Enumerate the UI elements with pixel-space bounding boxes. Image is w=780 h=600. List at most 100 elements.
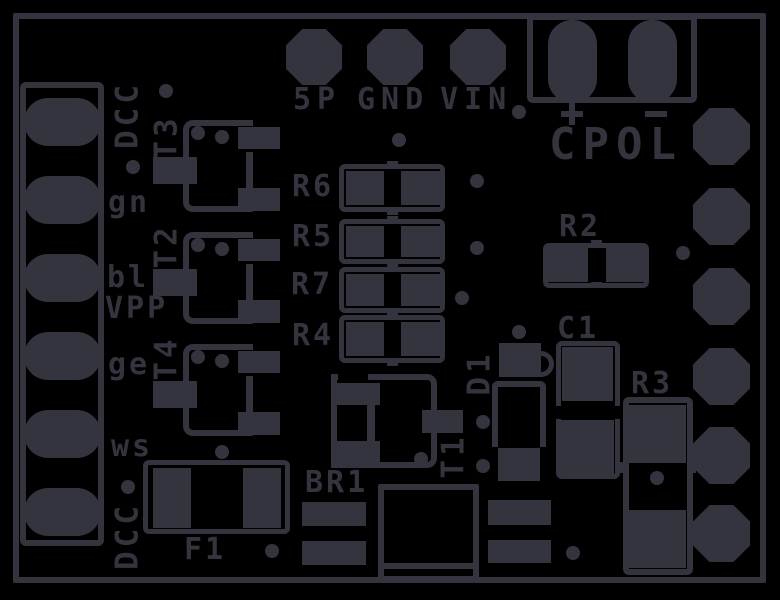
- via[interactable]: [566, 546, 580, 560]
- t4-pad[interactable]: [238, 412, 280, 435]
- power-label-5p: 5P: [293, 82, 342, 117]
- right-header-pad[interactable]: [693, 427, 750, 484]
- t2-pad[interactable]: [153, 269, 197, 296]
- via[interactable]: [215, 130, 229, 144]
- via[interactable]: [470, 241, 484, 255]
- via[interactable]: [676, 246, 690, 260]
- right-header-pad[interactable]: [693, 188, 750, 245]
- via[interactable]: [121, 480, 135, 494]
- d1-pad[interactable]: [498, 448, 540, 481]
- t1-pad[interactable]: [337, 383, 380, 405]
- left-connector-pad[interactable]: [24, 488, 101, 536]
- f1-pad[interactable]: [243, 468, 281, 528]
- silk-tab: [387, 209, 398, 215]
- via[interactable]: [191, 238, 205, 252]
- power-pad-gnd[interactable]: [367, 29, 423, 85]
- silk-tab: [387, 216, 398, 222]
- left-connector-outline: [20, 82, 104, 546]
- d1-outline: [492, 381, 546, 447]
- silk-tab: [387, 312, 398, 318]
- r5-pad[interactable]: [346, 226, 384, 257]
- wire-label-ge: ge: [108, 347, 151, 382]
- via[interactable]: [215, 242, 229, 256]
- t4-pad[interactable]: [238, 351, 280, 373]
- t4-pad[interactable]: [153, 381, 197, 408]
- r3-pad[interactable]: [629, 510, 686, 568]
- r6-pad[interactable]: [401, 171, 440, 205]
- r4-pad[interactable]: [346, 322, 384, 356]
- via[interactable]: [455, 291, 469, 305]
- br1-pad[interactable]: [488, 500, 551, 525]
- wire-label-ws: ws: [111, 429, 154, 464]
- via[interactable]: [512, 325, 526, 339]
- left-connector-pad[interactable]: [24, 98, 101, 146]
- via[interactable]: [414, 452, 428, 466]
- t1-trace: [367, 405, 375, 441]
- via[interactable]: [159, 84, 173, 98]
- r4-pad[interactable]: [401, 322, 440, 356]
- r6-pad[interactable]: [346, 171, 384, 205]
- r3-outline: [623, 397, 693, 575]
- via[interactable]: [215, 354, 229, 368]
- cpol-ref-label: CPOL: [549, 119, 683, 170]
- t3-pad[interactable]: [238, 188, 280, 211]
- br1-pad[interactable]: [302, 541, 366, 565]
- left-connector-pad[interactable]: [24, 410, 101, 458]
- left-connector-pad[interactable]: [24, 176, 101, 224]
- c1-pad[interactable]: [561, 420, 614, 474]
- r3-ref-label: R3: [631, 366, 674, 401]
- silk-tab: [387, 264, 398, 270]
- left-connector-top-label: DCC: [109, 81, 146, 149]
- t3-pad[interactable]: [238, 127, 280, 149]
- via[interactable]: [215, 445, 229, 459]
- left-connector-bottom-label: DCC: [109, 502, 146, 570]
- r2-pad[interactable]: [606, 247, 648, 282]
- via[interactable]: [512, 105, 526, 119]
- right-header-pad[interactable]: [693, 348, 750, 405]
- silk-gap: [614, 406, 623, 419]
- via[interactable]: [650, 471, 664, 485]
- via[interactable]: [476, 459, 490, 473]
- t1-pad[interactable]: [337, 441, 380, 464]
- cpol-plus-mark: [569, 103, 575, 125]
- right-header-pad[interactable]: [693, 268, 750, 325]
- f1-pad[interactable]: [153, 468, 191, 528]
- t3-trace: [246, 152, 253, 188]
- via[interactable]: [476, 415, 490, 429]
- left-connector-pad[interactable]: [24, 254, 101, 302]
- power-pad-5p[interactable]: [286, 29, 342, 85]
- r2-pad[interactable]: [548, 248, 588, 282]
- r7-pad[interactable]: [346, 274, 384, 306]
- r5-pad[interactable]: [401, 226, 440, 257]
- via[interactable]: [470, 174, 484, 188]
- d1-pad[interactable]: [499, 343, 541, 377]
- via[interactable]: [126, 160, 140, 174]
- r3-pad[interactable]: [629, 405, 686, 463]
- right-header-pad[interactable]: [693, 108, 750, 165]
- power-label-vin: VIN: [440, 82, 513, 117]
- via[interactable]: [392, 133, 406, 147]
- silk-tab: [387, 360, 398, 366]
- t4-trace: [246, 376, 253, 412]
- t2-pad[interactable]: [238, 300, 280, 323]
- cpol-pad-minus[interactable]: [628, 20, 677, 103]
- power-pad-vin[interactable]: [450, 29, 506, 85]
- via[interactable]: [191, 126, 205, 140]
- left-connector-pad[interactable]: [24, 332, 101, 380]
- r2-ref-label: R2: [559, 209, 602, 244]
- cpol-pad-plus[interactable]: [548, 20, 597, 103]
- br1-pad[interactable]: [488, 540, 551, 563]
- via[interactable]: [191, 350, 205, 364]
- via[interactable]: [265, 544, 279, 558]
- f1-ref-label: F1: [184, 532, 227, 567]
- c1-pad[interactable]: [562, 347, 613, 401]
- right-header-pad[interactable]: [693, 505, 750, 562]
- t3-ref-label: T3: [148, 114, 185, 160]
- br1-pad[interactable]: [302, 502, 366, 526]
- t1-pad[interactable]: [422, 410, 463, 433]
- t3-pad[interactable]: [153, 157, 197, 184]
- t2-ref-label: T2: [148, 223, 185, 269]
- t2-pad[interactable]: [238, 239, 280, 261]
- r7-pad[interactable]: [401, 274, 440, 306]
